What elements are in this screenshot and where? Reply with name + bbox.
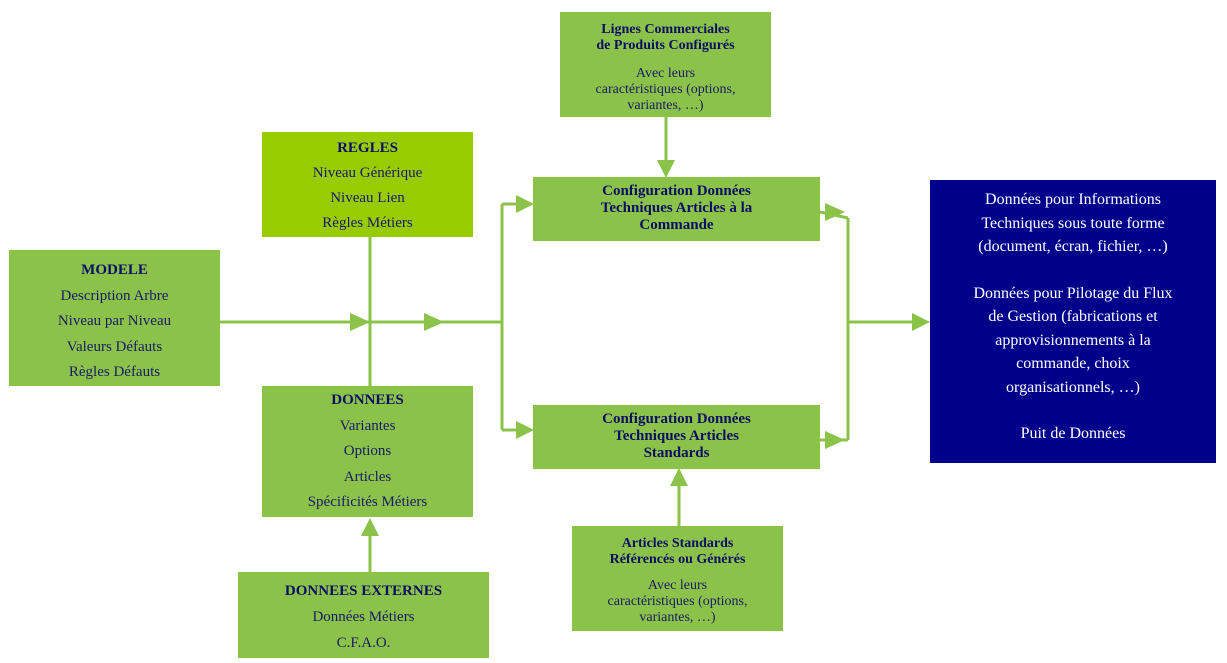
lignes-body-2: caractéristiques (options, [595,82,736,97]
output-para2-line-4: commande, choix [1016,355,1130,372]
donnees-title: DONNEES [331,392,404,408]
arrowhead-junction [350,313,370,331]
box-output-donnees: Données pour Informations Techniques sou… [930,180,1216,463]
modele-line-4: Règles Défauts [68,364,161,380]
lignes-title-1: Lignes Commerciales [601,22,730,37]
donnees-line-1: Variantes [339,417,396,434]
modele-title: MODELE [81,262,148,278]
box-config-standards: Configuration Données Techniques Article… [533,405,820,469]
arrowhead-externes [361,518,379,536]
arrowhead-spine [424,313,444,331]
standards-title-3: Standards [643,445,710,461]
arrowhead-lignes [657,160,675,178]
donnees-line-2: Options [343,443,392,459]
box-regles: REGLES Niveau Générique Niveau Lien Règl… [262,132,473,237]
arrowhead-articles [670,468,688,486]
box-donnees: DONNEES Variantes Options Articles Spéci… [262,386,473,517]
articles-body-3: variantes, …) [639,610,716,625]
box-lignes-commerciales: Lignes Commerciales de Produits Configur… [560,12,771,117]
externes-line-2: C.F.A.O. [336,635,391,651]
modele-line-3: Valeurs Défauts [66,338,163,355]
lignes-body-1: Avec leurs [635,66,696,81]
articles-title-2: Référencés ou Générés [609,552,746,567]
commande-title-1: Configuration Données [602,183,751,199]
output-para2-line-3: approvisionnements à la [995,331,1151,349]
articles-body-1: Avec leurs [647,578,708,593]
regles-title: REGLES [337,140,398,156]
arrowhead-standards-out [825,431,845,449]
output-para1-line-2: Techniques sous toute forme [981,214,1165,232]
donnees-line-3: Articles [343,468,392,485]
arrowhead-output [912,313,930,331]
output-para2-line-5: organisationnels, …) [1006,378,1140,396]
output-para1-line-1: Données pour Informations [985,191,1161,208]
output-footer: Puit de Données [1020,425,1126,442]
lignes-title-2: de Produits Configurés [596,38,735,53]
output-para2-line-1: Données pour Pilotage du Flux [973,284,1173,302]
box-donnees-externes: DONNEES EXTERNES Données Métiers C.F.A.O… [238,572,489,658]
externes-line-1: Données Métiers [312,609,415,625]
lignes-body-3: variantes, …) [627,98,704,113]
commande-title-3: Commande [639,217,714,233]
commande-title-2: Techniques Articles à la [600,200,753,216]
articles-body-2: caractéristiques (options, [607,594,748,609]
regles-line-3: Règles Métiers [322,215,413,231]
modele-line-2: Niveau par Niveau [57,313,172,329]
arrowhead-to-commande [516,195,534,213]
arrowhead-commande-out [825,203,845,221]
modele-line-1: Description Arbre [60,287,169,304]
box-articles-standards: Articles Standards Référencés ou Générés… [572,526,783,631]
arrowhead-to-standards [516,421,534,439]
articles-title-1: Articles Standards [621,536,734,551]
donnees-line-4: Spécificités Métiers [307,494,428,510]
box-config-commande: Configuration Données Techniques Article… [533,177,820,241]
standards-title-1: Configuration Données [602,411,751,427]
box-modele: MODELE Description Arbre Niveau par Nive… [9,250,220,386]
output-para2-line-2: de Gestion (fabrications et [988,308,1158,325]
regles-line-1: Niveau Générique [312,165,423,181]
standards-title-2: Techniques Articles [614,428,739,444]
regles-line-2: Niveau Lien [330,190,405,206]
output-para1-line-3: (document, écran, fichier, …) [978,238,1168,255]
externes-title: DONNEES EXTERNES [284,583,443,599]
